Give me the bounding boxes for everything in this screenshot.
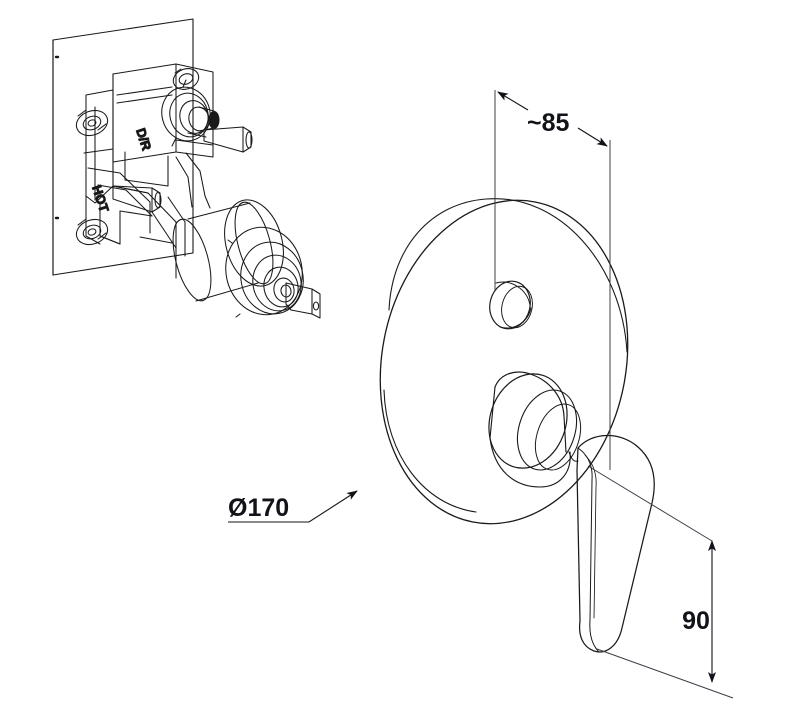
valve-manifold (83, 89, 177, 254)
valve-body-assembly: D/R HOT (52, 18, 321, 319)
escutcheon-plate (379, 198, 629, 525)
dimension-arrow-right (577, 127, 608, 147)
leader-line-diameter (228, 490, 358, 523)
valve-housing (112, 63, 214, 194)
dimension-label-diameter: Ø170 (228, 494, 289, 522)
dimension-label-depth: ~85 (527, 109, 570, 137)
diverter-stem (161, 79, 220, 147)
diverter-button (489, 280, 533, 330)
leader-line-lever-top (587, 465, 713, 542)
mounting-plate (52, 18, 194, 276)
cartridge-stem (285, 282, 321, 319)
valve-cartridge (172, 199, 304, 318)
valve-marking-hot: HOT (89, 183, 112, 214)
trim-assembly (379, 198, 655, 653)
lever-handle (568, 434, 655, 653)
dimension-label-lever-height: 90 (682, 607, 710, 635)
lever-hub (488, 371, 582, 488)
dimension-depth: ~85 (494, 90, 611, 470)
dimension-lever-height: 90 (587, 465, 734, 699)
mounting-bosses (75, 68, 200, 246)
leader-line-lever-bottom (596, 648, 734, 699)
dimension-arrow-left (497, 91, 529, 111)
valve-marking-divert: D/R (133, 126, 154, 153)
dimension-diameter: Ø170 (228, 490, 358, 523)
outlet-spigot (187, 126, 253, 153)
connecting-pipe (151, 152, 211, 279)
